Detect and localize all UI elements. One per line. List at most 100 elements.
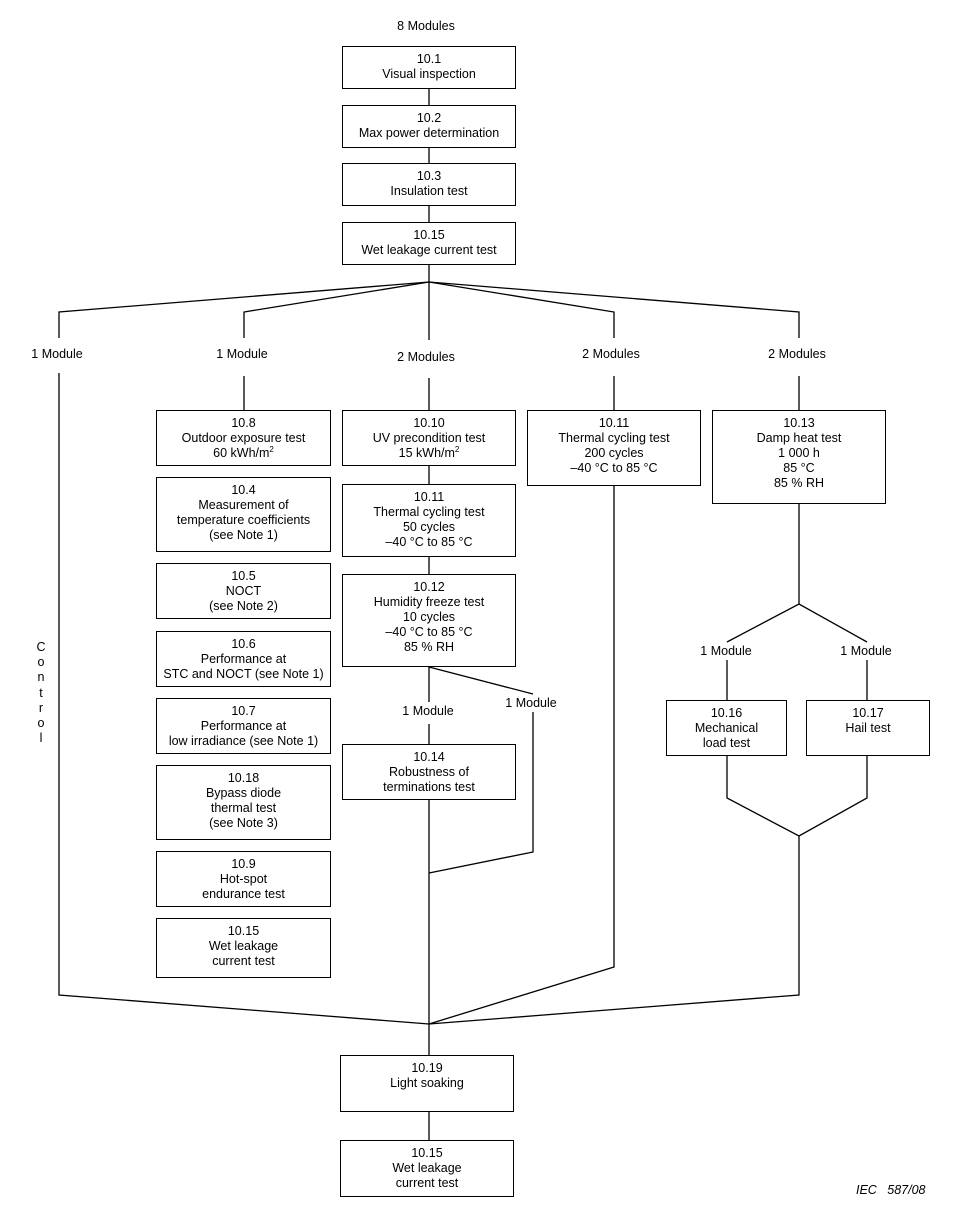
box-number: 10.11 (598, 416, 630, 430)
box-text: Hot-spot (219, 872, 268, 886)
box-text: Performance at (200, 719, 287, 733)
top-module-count: 8 Modules (397, 19, 455, 33)
box-text: Damp heat test (756, 431, 842, 445)
box-text: STC and NOCT (see Note 1) (163, 667, 324, 681)
box-text: current test (395, 1176, 459, 1190)
box-text: Performance at (200, 652, 287, 666)
box-mechanical-load: 10.16 Mechanical load test (666, 700, 787, 756)
box-hail-test: 10.17 Hail test (806, 700, 930, 756)
branch-label-4: 2 Modules (768, 347, 826, 361)
box-text: 10 cycles (402, 610, 456, 624)
box-number: 10.7 (231, 704, 256, 718)
control-letter: l (39, 731, 43, 746)
box-text: Thermal cycling test (558, 431, 670, 445)
box-text: Humidity freeze test (373, 595, 485, 609)
box-text: Bypass diode (205, 786, 282, 800)
box-text: Outdoor exposure test (181, 431, 306, 445)
box-text: Visual inspection (382, 67, 476, 81)
box-number: 10.10 (413, 416, 445, 430)
branch-label-1: 1 Module (216, 347, 268, 361)
box-number: 10.18 (227, 771, 260, 785)
box-number: 10.17 (852, 706, 884, 720)
box-text: current test (212, 954, 275, 968)
box-number: 10.14 (413, 750, 445, 764)
box-text: NOCT (225, 584, 262, 598)
box-visual-inspection: 10.1 Visual inspection (342, 46, 516, 89)
box-text: temperature coefficients (176, 513, 311, 527)
branch-label-2: 2 Modules (397, 350, 455, 364)
control-letter: r (38, 700, 44, 715)
box-text: 85 % RH (773, 476, 825, 490)
box-number: 10.12 (413, 580, 445, 594)
unit-superscript: 2 (454, 444, 460, 454)
box-text: 1 000 h (778, 446, 820, 460)
box-outdoor-exposure: 10.8 Outdoor exposure test 60 kWh/m2 (156, 410, 331, 466)
control-letter: t (39, 685, 43, 700)
box-text: 200 cycles (584, 446, 644, 460)
branch3-sub-label-left: 1 Module (402, 704, 454, 718)
box-hot-spot: 10.9 Hot-spot endurance test (156, 851, 331, 907)
figure-id: IEC 587/08 (856, 1183, 926, 1197)
box-number: 10.8 (231, 416, 256, 430)
box-performance-stc-noct: 10.6 Performance at STC and NOCT (see No… (156, 631, 331, 687)
unit-superscript: 2 (269, 444, 274, 454)
box-number: 10.4 (231, 483, 256, 497)
box-number: 10.3 (416, 169, 442, 183)
box-insulation-test: 10.3 Insulation test (342, 163, 516, 206)
box-performance-low-irradiance: 10.7 Performance at low irradiance (see … (156, 698, 331, 754)
box-text: Thermal cycling test (373, 505, 485, 519)
box-number: 10.13 (783, 416, 815, 430)
box-text: Measurement of (198, 498, 289, 512)
box-text: 85 °C (783, 461, 815, 475)
branch-label-control: 1 Module (31, 347, 83, 361)
box-damp-heat: 10.13 Damp heat test 1 000 h 85 °C 85 % … (712, 410, 886, 504)
box-uv-precondition: 10.10 UV precondition test 15 kWh/m2 (342, 410, 516, 466)
box-text: –40 °C to 85 °C (385, 625, 473, 639)
box-bypass-diode: 10.18 Bypass diode thermal test (see Not… (156, 765, 331, 840)
box-text: (see Note 2) (209, 599, 278, 613)
box-text: 50 cycles (402, 520, 456, 534)
box-text: terminations test (383, 780, 475, 794)
box-text: Insulation test (390, 184, 468, 198)
box-number: 10.15 (413, 228, 445, 242)
box-number: 10.15 (411, 1146, 443, 1160)
box-number: 10.6 (231, 637, 256, 651)
control-letter: o (37, 716, 45, 731)
box-max-power: 10.2 Max power determination (342, 105, 516, 148)
box-text: (see Note 1) (209, 528, 278, 542)
box-number: 10.16 (710, 706, 743, 720)
box-text: (see Note 3) (209, 816, 278, 830)
unit-value: 60 kWh/m (213, 446, 270, 460)
box-text: 85 % RH (403, 640, 455, 654)
box-text: load test (702, 736, 751, 750)
box-text: Wet leakage (208, 939, 279, 953)
box-robustness-terminations: 10.14 Robustness of terminations test (342, 744, 516, 800)
box-number: 10.9 (231, 857, 256, 871)
box-number: 10.5 (231, 569, 256, 583)
box-number: 10.19 (411, 1061, 443, 1075)
box-text: Light soaking (390, 1076, 464, 1090)
box-text: UV precondition test (372, 431, 486, 445)
unit-value: 15 kWh/m (398, 446, 455, 460)
box-text-unit: 15 kWh/m2 (398, 444, 460, 461)
box-text: Hail test (845, 721, 891, 735)
box-light-soaking: 10.19 Light soaking (340, 1055, 514, 1112)
box-wet-leakage-final: 10.15 Wet leakage current test (340, 1140, 514, 1197)
branch5-sub-label-right: 1 Module (840, 644, 892, 658)
box-text: Mechanical (694, 721, 759, 735)
box-text: endurance test (202, 887, 285, 901)
box-text: low irradiance (see Note 1) (168, 734, 319, 748)
control-letter: o (37, 655, 45, 670)
box-number: 10.11 (413, 490, 445, 504)
control-letter: n (37, 670, 45, 685)
box-text: –40 °C to 85 °C (570, 461, 658, 475)
box-temperature-coefficients: 10.4 Measurement of temperature coeffici… (156, 477, 331, 552)
box-number: 10.1 (416, 52, 442, 66)
control-letter: C (36, 640, 46, 654)
box-text: Robustness of (389, 765, 469, 779)
box-number: 10.15 (227, 924, 260, 938)
box-humidity-freeze: 10.12 Humidity freeze test 10 cycles –40… (342, 574, 516, 667)
box-thermal-cycling-200: 10.11 Thermal cycling test 200 cycles –4… (527, 410, 701, 486)
